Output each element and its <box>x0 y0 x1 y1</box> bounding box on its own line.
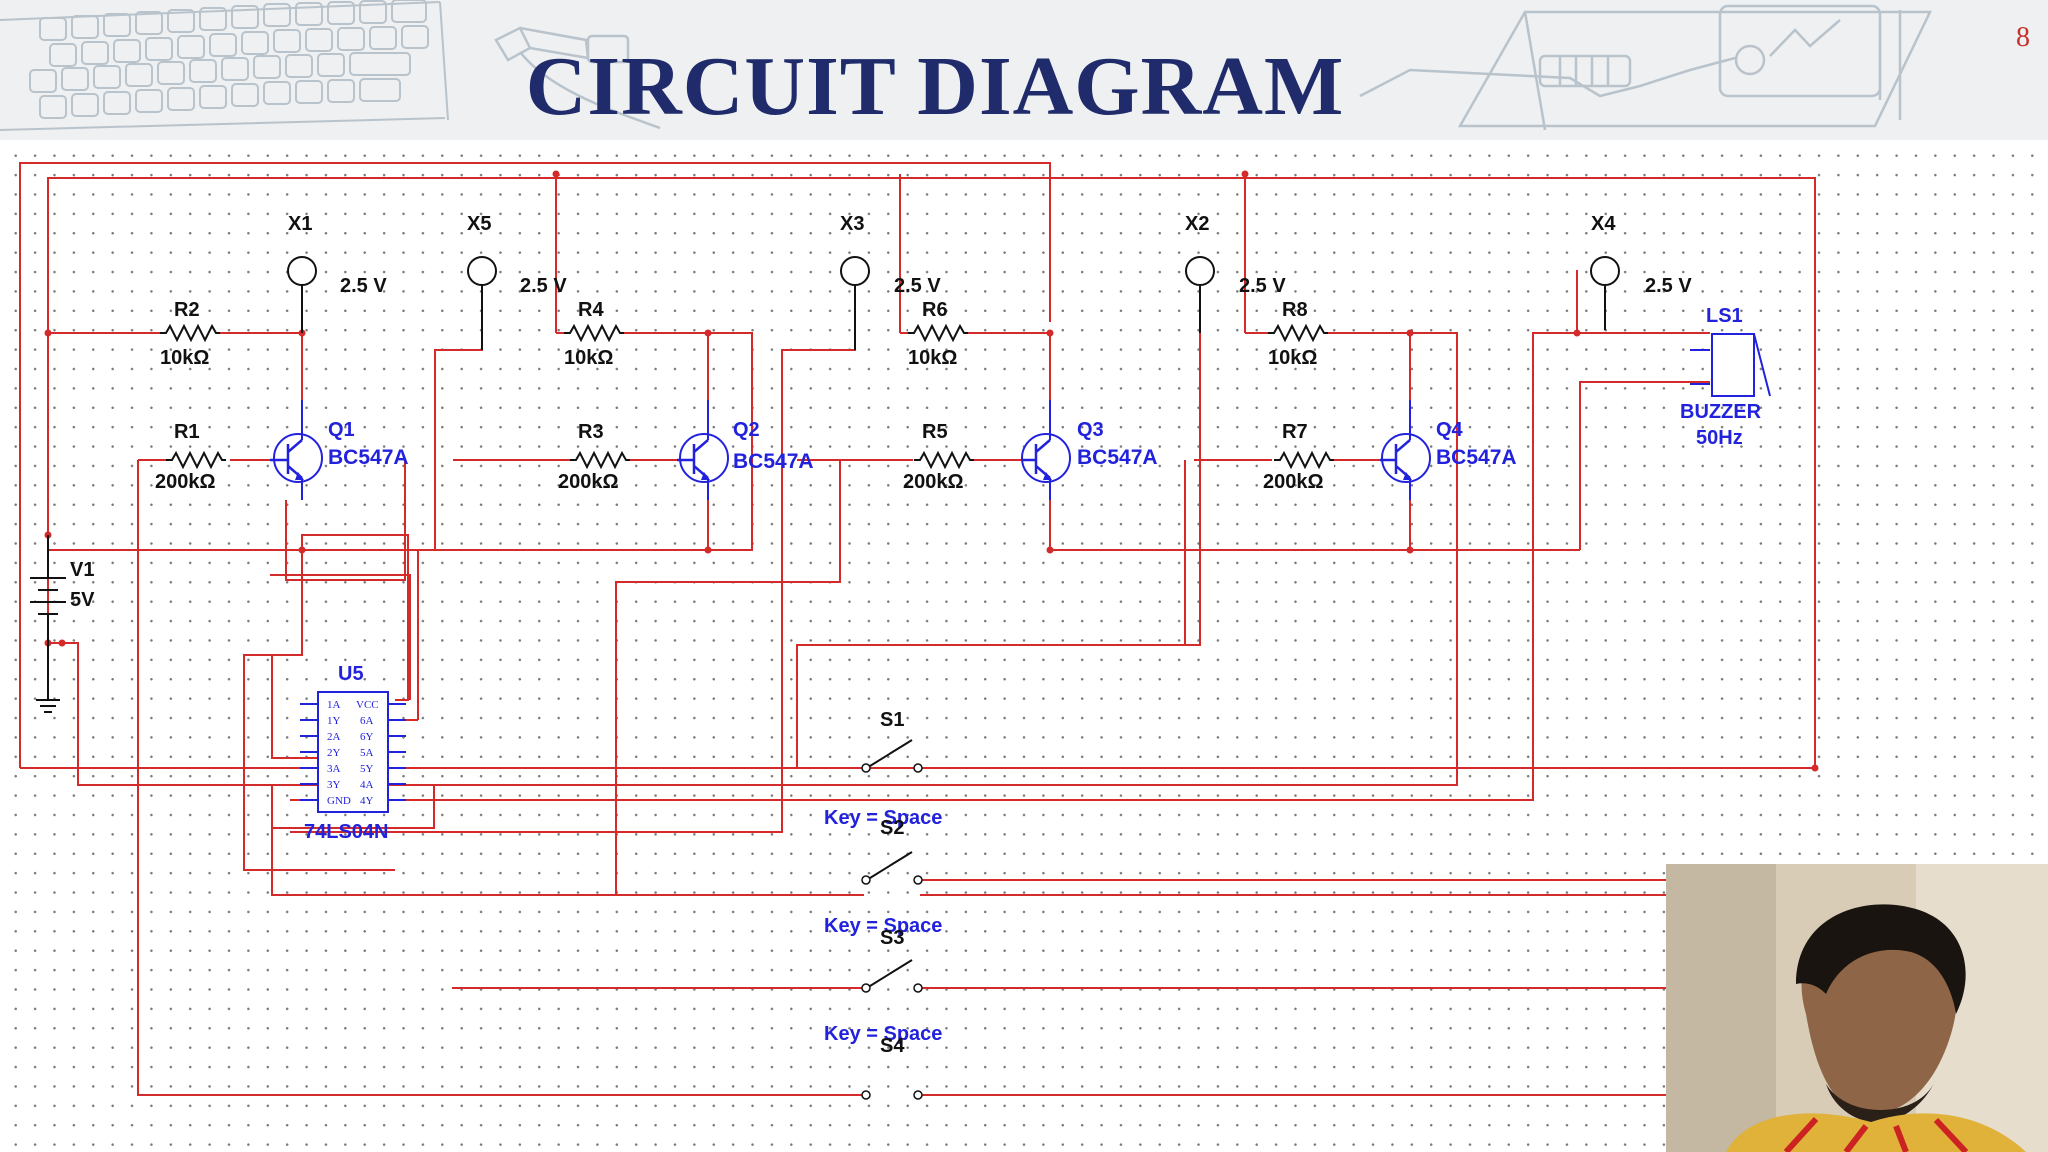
ic-part: 74LS04N <box>304 821 389 843</box>
probe-x5[interactable]: X5 2.5 V <box>467 213 567 350</box>
resistor-value: 10kΩ <box>160 347 209 369</box>
resistor-value: 200kΩ <box>903 471 964 493</box>
transistor-ref: Q3 <box>1077 419 1104 441</box>
resistor-ref: R5 <box>922 421 948 443</box>
ic-ref: U5 <box>338 663 364 685</box>
transistor-model: BC547A <box>1077 446 1158 469</box>
probe-x1[interactable]: X1 2.5 V <box>287 213 387 333</box>
probe-voltage: 2.5 V <box>894 275 941 297</box>
probe-voltage: 2.5 V <box>340 275 387 297</box>
switch-s4[interactable]: S4 <box>861 1035 923 1100</box>
ic-pin-label: 5A <box>360 747 374 759</box>
probe-label: X2 <box>1185 213 1209 235</box>
probe-label: X4 <box>1591 213 1616 235</box>
switch-ref: S2 <box>880 817 904 839</box>
resistor-r2[interactable]: R2 10kΩ <box>160 299 220 369</box>
resistor-value: 200kΩ <box>155 471 216 493</box>
resistor-ref: R6 <box>922 299 948 321</box>
wire-network <box>19 162 1816 1096</box>
probe-voltage: 2.5 V <box>1239 275 1286 297</box>
transistor-ref: Q2 <box>733 419 760 441</box>
transistor-q3[interactable]: Q3 BC547A <box>1021 400 1158 500</box>
buzzer-ref: LS1 <box>1706 305 1743 327</box>
ic-pin-label: VCC <box>356 699 379 711</box>
switch-key: Key = Space <box>824 915 942 937</box>
voltage-source-v1[interactable]: V1 5V <box>30 535 95 713</box>
switch-key: Key = Space <box>824 1023 942 1045</box>
switch-s1[interactable]: S1 Key = Space <box>824 709 942 829</box>
resistor-ref: R3 <box>578 421 604 443</box>
resistor-r6[interactable]: R6 10kΩ <box>908 299 968 369</box>
resistor-ref: R2 <box>174 299 200 321</box>
page-number: 8 <box>2016 22 2030 53</box>
junction-dots <box>44 170 1819 772</box>
transistor-q2[interactable]: Q2 BC547A <box>677 400 814 500</box>
switch-key: Key = Space <box>824 807 942 829</box>
ic-pin-label: 2Y <box>327 747 341 759</box>
probe-x2[interactable]: X2 2.5 V <box>1185 213 1286 333</box>
transistor-model: BC547A <box>733 450 814 473</box>
resistor-r8[interactable]: R8 10kΩ <box>1268 299 1328 369</box>
ic-pin-label: 1A <box>327 699 341 711</box>
resistor-ref: R4 <box>578 299 604 321</box>
resistor-value: 10kΩ <box>564 347 613 369</box>
probe-voltage: 2.5 V <box>520 275 567 297</box>
probe-x3[interactable]: X3 2.5 V <box>840 213 941 350</box>
buzzer-frequency: 50Hz <box>1696 427 1743 449</box>
circuit-schematic: X1 2.5 V X5 2.5 V X3 2.5 V X2 2.5 V X4 2… <box>0 140 2048 1152</box>
doodle-laptop-icon <box>1359 4 1932 131</box>
source-value: 5V <box>70 589 95 611</box>
probe-x4[interactable]: X4 2.5 V <box>1590 213 1692 330</box>
ic-pin-label: 2A <box>327 731 341 743</box>
transistor-ref: Q1 <box>328 419 355 441</box>
doodle-pen-icon <box>494 26 661 130</box>
resistor-value: 200kΩ <box>558 471 619 493</box>
probe-label: X3 <box>840 213 864 235</box>
buzzer-type: BUZZER <box>1680 401 1762 423</box>
probe-label: X5 <box>467 213 491 235</box>
ic-pin-label: 5Y <box>360 763 374 775</box>
switch-ref: S1 <box>880 709 904 731</box>
ic-pin-label: 3A <box>327 763 341 775</box>
resistor-value: 10kΩ <box>1268 347 1317 369</box>
resistor-r1[interactable]: R1 200kΩ <box>155 421 226 493</box>
transistor-q4[interactable]: Q4 BC547A <box>1380 400 1517 500</box>
transistor-model: BC547A <box>328 446 409 469</box>
resistor-r3[interactable]: R3 200kΩ <box>558 421 630 493</box>
resistor-ref: R7 <box>1282 421 1308 443</box>
ic-pin-label: 1Y <box>327 715 341 727</box>
resistor-r5[interactable]: R5 200kΩ <box>903 421 974 493</box>
ic-pin-label: 3Y <box>327 779 341 791</box>
probe-label: X1 <box>288 213 312 235</box>
ic-pin-label: 4A <box>360 779 374 791</box>
source-ref: V1 <box>70 559 94 581</box>
resistor-ref: R1 <box>174 421 200 443</box>
switch-s3[interactable]: S3 Key = Space <box>824 927 942 1045</box>
ic-pin-label: 4Y <box>360 795 374 807</box>
resistor-r7[interactable]: R7 200kΩ <box>1263 421 1334 493</box>
transistor-ref: Q4 <box>1436 419 1464 441</box>
switch-ref: S4 <box>880 1035 905 1057</box>
transistor-q1[interactable]: Q1 BC547A <box>270 400 409 500</box>
switch-s2[interactable]: S2 Key = Space <box>824 817 942 937</box>
buzzer-ls1[interactable]: LS1 BUZZER 50Hz <box>1680 305 1771 449</box>
presenter-webcam <box>1666 864 2048 1152</box>
ic-u5[interactable]: 1A 1Y 2A 2Y 3A 3Y GND VCC 6A 6Y 5A 5Y 4A… <box>300 663 406 843</box>
ic-pin-label: 6A <box>360 715 374 727</box>
ic-pin-label: 6Y <box>360 731 374 743</box>
resistor-r4[interactable]: R4 10kΩ <box>564 299 624 369</box>
page-title: CIRCUIT DIAGRAM <box>525 40 1345 133</box>
presenter-video-icon <box>1666 864 2048 1152</box>
probe-voltage: 2.5 V <box>1645 275 1692 297</box>
transistor-model: BC547A <box>1436 446 1517 469</box>
doodle-keyboard-icon <box>0 0 449 131</box>
ic-pin-label: GND <box>327 795 351 807</box>
resistor-value: 200kΩ <box>1263 471 1324 493</box>
resistor-ref: R8 <box>1282 299 1308 321</box>
resistor-value: 10kΩ <box>908 347 957 369</box>
switch-ref: S3 <box>880 927 904 949</box>
slide-header: CIRCUIT DIAGRAM 8 <box>0 0 2048 140</box>
